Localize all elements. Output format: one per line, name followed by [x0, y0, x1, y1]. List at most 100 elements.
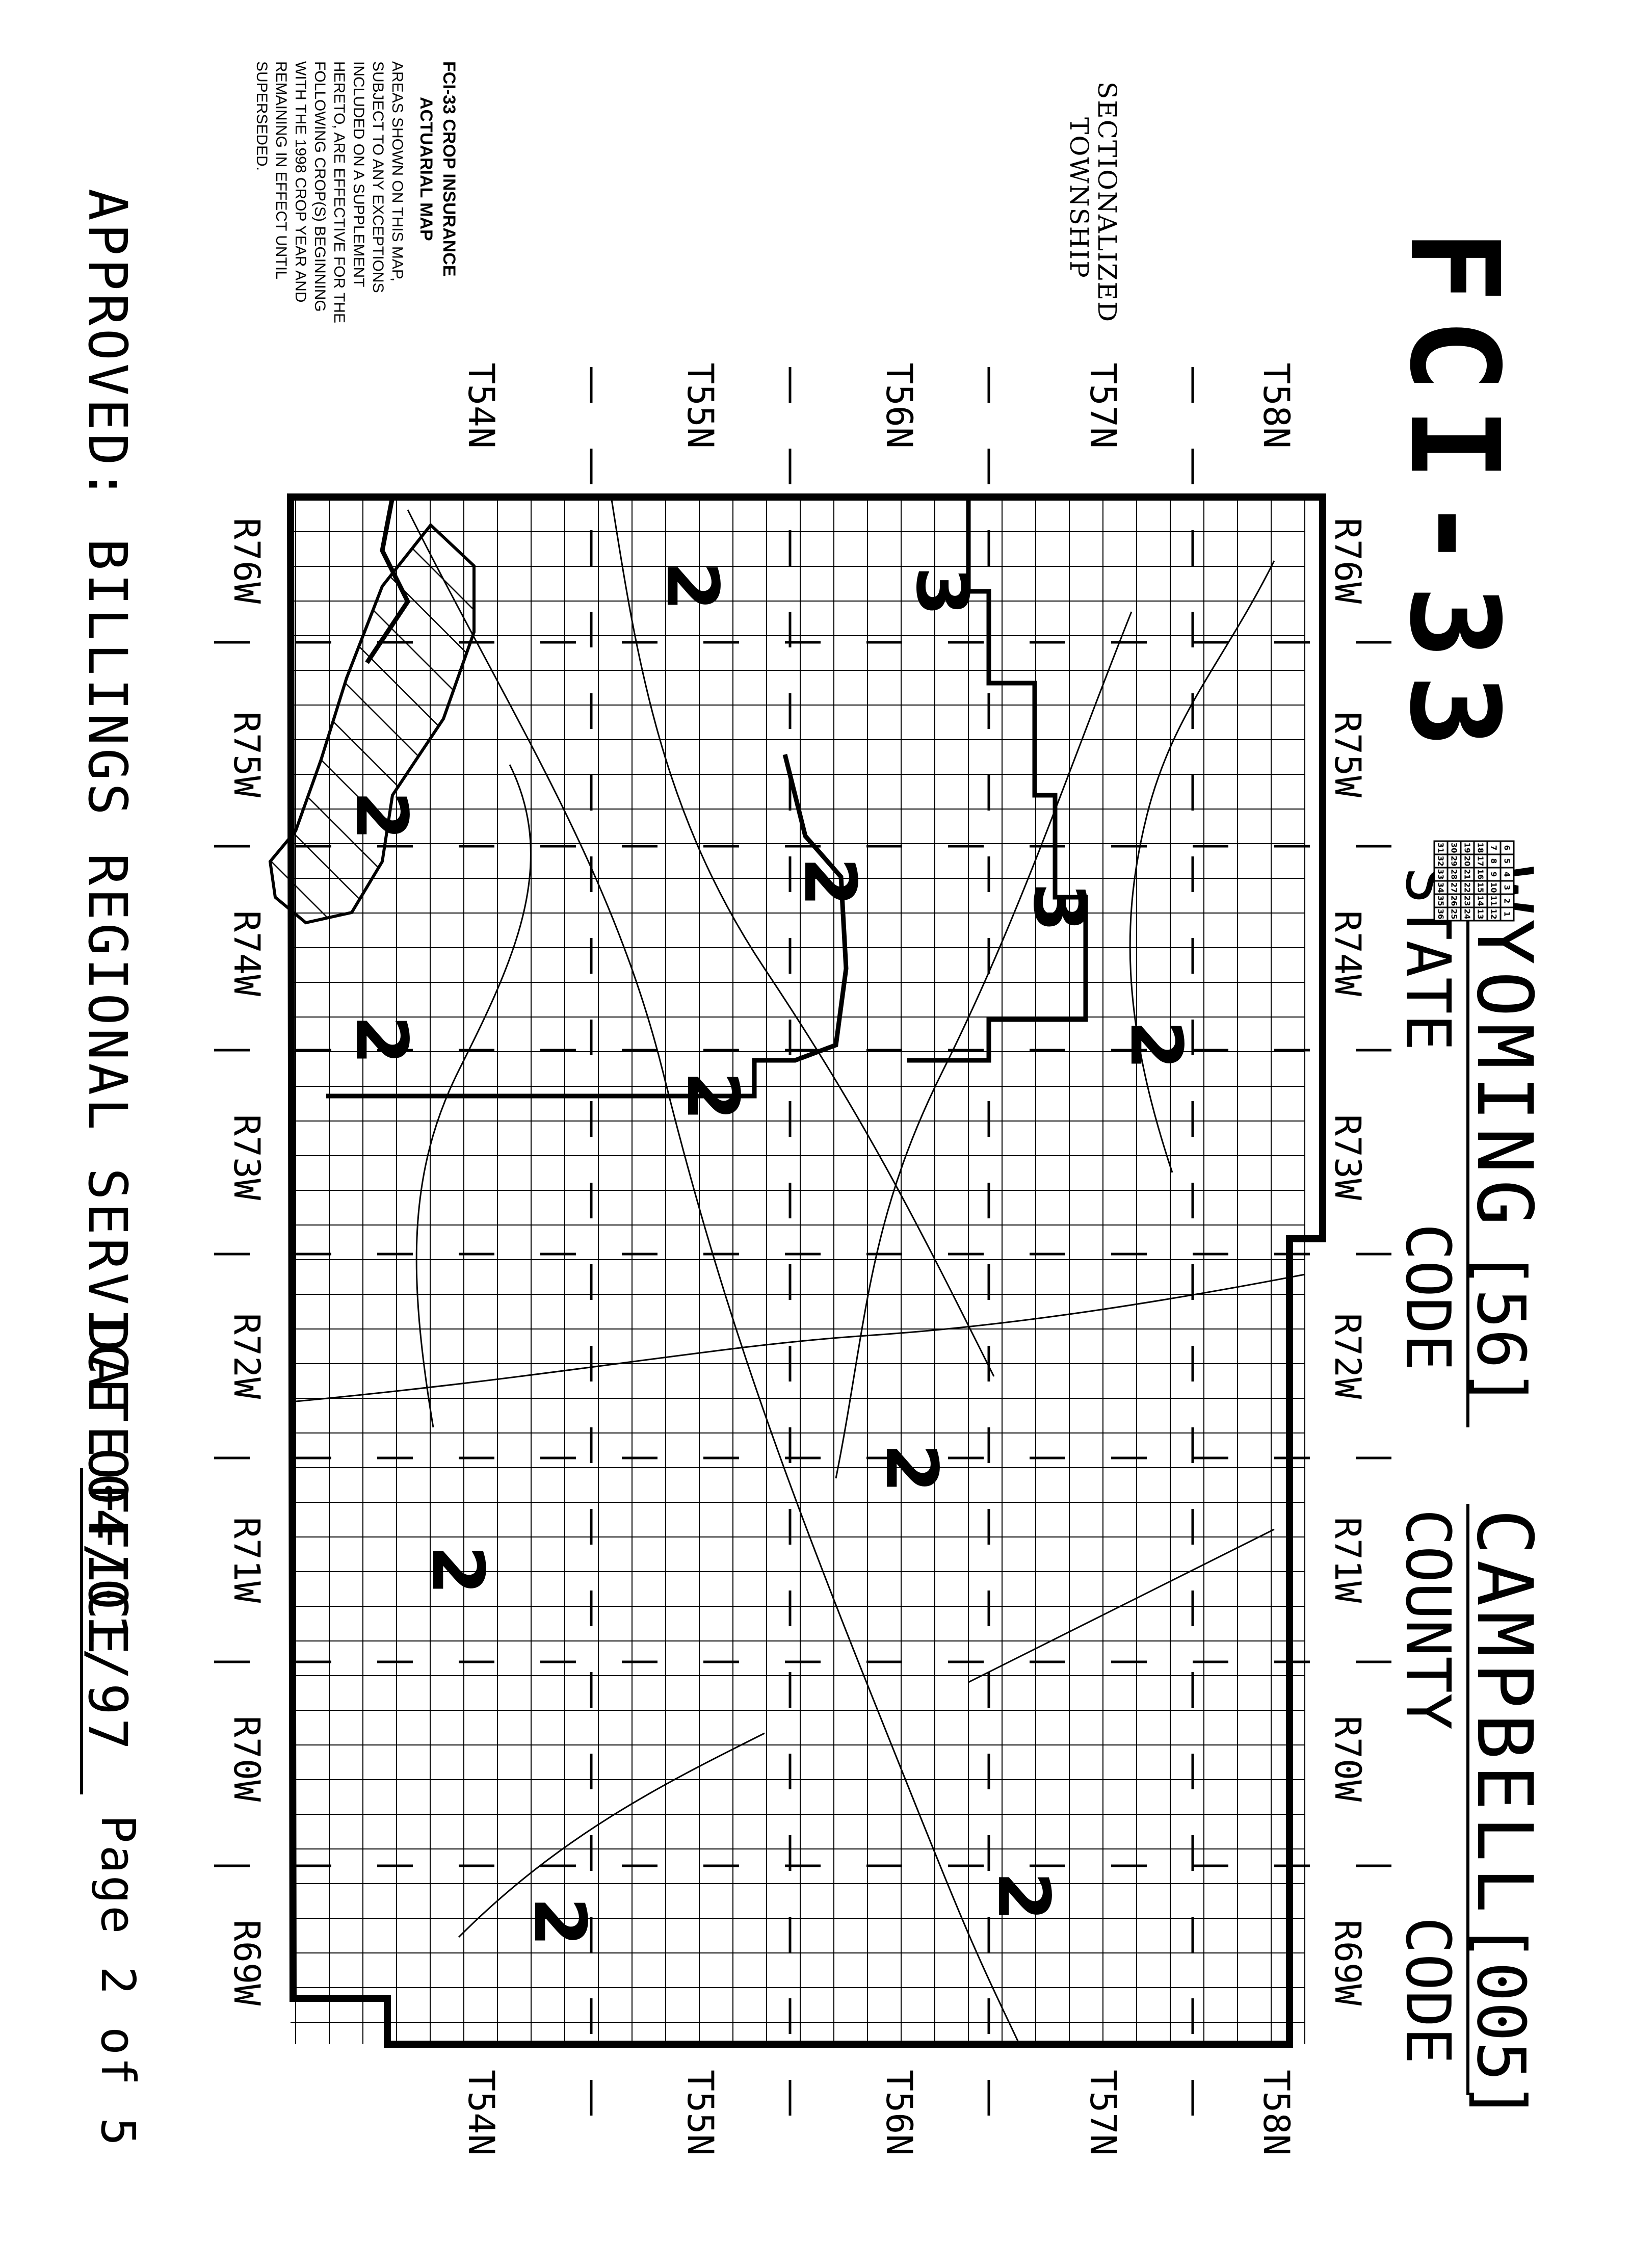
township-label-right: T58N	[1255, 2070, 1297, 2156]
county-code: [005]	[1462, 1922, 1540, 2121]
range-label-bottom: R70W	[226, 1716, 268, 1802]
legend-section-number: 21	[1462, 869, 1471, 880]
state-code: [56]	[1462, 1249, 1540, 1409]
legend-section-number: 6	[1502, 845, 1511, 850]
rating-zone-label: 2	[416, 1545, 499, 1595]
legend-section-number: 11	[1489, 896, 1498, 906]
notes-heading-1: FCI-33 CROP INSURANCE	[439, 61, 459, 277]
rating-zone-label: 2	[518, 1897, 601, 1946]
legend-section-number: 8	[1489, 858, 1498, 864]
rating-zone-label: 2	[671, 1071, 754, 1120]
legend-section-number: 36	[1436, 909, 1445, 920]
township-label-right: T56N	[878, 2070, 920, 2156]
notes-line: SUPERSEDED.	[253, 61, 270, 171]
road-line	[1129, 560, 1275, 1173]
notes-line: WITH THE 1998 CROP YEAR AND	[292, 61, 309, 302]
notes-block: FCI-33 CROP INSURANCE ACTUARIAL MAP AREA…	[253, 61, 459, 323]
range-label-bottom: R74W	[226, 910, 268, 997]
legend-section-number: 5	[1502, 858, 1511, 864]
legend-section-number: 33	[1436, 869, 1445, 880]
legend-section-number: 4	[1502, 872, 1511, 877]
legend-section-number: 12	[1489, 909, 1498, 920]
notes-line: INCLUDED ON A SUPPLEMENT	[350, 61, 367, 287]
legend-section-number: 19	[1462, 843, 1471, 853]
rating-zone-label: 3	[1017, 882, 1100, 932]
hatched-unrated-area	[268, 523, 476, 925]
legend-section-number: 24	[1462, 909, 1471, 920]
state-name: WYOMING	[1460, 867, 1548, 1232]
legend-section-number: 9	[1489, 872, 1498, 877]
range-label-bottom: R69W	[226, 1920, 268, 2006]
legend-section-number: 10	[1489, 882, 1498, 893]
approved-line: APPROVED: BILLINGS REGIONAL SERVICE OFFI…	[76, 189, 139, 1658]
road-line	[458, 1732, 765, 1938]
legend-section-number: 15	[1476, 882, 1485, 893]
road-line	[968, 1528, 1275, 1683]
zone-boundary-2	[326, 753, 849, 1099]
legend-section-number: 13	[1476, 909, 1485, 920]
date-value: 04/01/97	[76, 1473, 139, 1753]
range-label-bottom: R72W	[226, 1313, 268, 1399]
township-label-right: T57N	[1082, 2070, 1124, 2156]
township-label-left: T56N	[878, 362, 920, 449]
range-label-bottom: R76W	[226, 518, 268, 604]
township-label-right: T55N	[679, 2070, 721, 2156]
township-label-left: T57N	[1082, 362, 1124, 449]
notes-line: SUBJECT TO ANY EXCEPTIONS	[370, 61, 386, 293]
rating-zone-label: 2	[339, 1015, 423, 1064]
rating-zone-label: 2	[870, 1443, 953, 1493]
legend-section-number: 17	[1476, 856, 1485, 867]
rating-zone-label: 2	[339, 791, 423, 840]
county-boundary	[286, 493, 1326, 2048]
zone-boundary-1	[907, 497, 1088, 1063]
legend-title-2: TOWNSHIP	[1064, 117, 1094, 279]
township-label-left: T54N	[460, 362, 502, 449]
sectionalized-township-legend: 6543217891011121817161514131920212223243…	[1433, 840, 1515, 922]
rating-zone-label: 3	[900, 566, 983, 616]
rating-zone-label: 2	[1114, 1020, 1197, 1070]
rating-zone-label: 2	[982, 1871, 1065, 1921]
rating-zone-label: 2	[650, 561, 733, 611]
legend-section-number: 25	[1449, 909, 1458, 920]
township-label-left: T55N	[679, 362, 721, 449]
state-code-label: CODE	[1392, 1223, 1463, 1371]
legend-section-number: 32	[1436, 856, 1445, 867]
map-title: FCI-33	[1383, 229, 1525, 763]
legend-section-number: 20	[1462, 856, 1471, 867]
legend-section-number: 18	[1476, 843, 1485, 853]
county-label: COUNTY	[1392, 1509, 1463, 1730]
range-label-top: R73W	[1327, 1114, 1369, 1201]
legend-section-number: 2	[1502, 898, 1511, 903]
road-line	[415, 764, 532, 1428]
range-label-top: R75W	[1327, 712, 1369, 798]
legend-section-number: 23	[1462, 896, 1471, 906]
legend-section-number: 34	[1436, 882, 1445, 893]
legend-section-number: 7	[1489, 845, 1498, 850]
county-code-label: CODE	[1392, 1917, 1463, 2064]
notes-line: AREAS SHOWN ON THIS MAP,	[389, 61, 406, 281]
legend-section-number: 22	[1462, 882, 1471, 893]
zone-boundary-3	[365, 497, 411, 664]
road-line	[290, 1273, 1305, 1403]
road-line	[835, 611, 1133, 1479]
legend-section-number: 30	[1449, 843, 1458, 853]
legend-section-number: 35	[1436, 896, 1445, 906]
township-label-right: T54N	[460, 2070, 502, 2156]
range-label-top: R72W	[1327, 1313, 1369, 1399]
legend-section-number: 31	[1436, 843, 1445, 853]
legend-section-number: 27	[1449, 882, 1458, 893]
notes-heading-2: ACTUARIAL MAP	[416, 97, 436, 241]
range-label-top: R76W	[1327, 518, 1369, 604]
road-line	[611, 499, 995, 1377]
notes-line: FOLLOWING CROP(S) BEGINNING	[311, 61, 328, 312]
range-label-top: R71W	[1327, 1517, 1369, 1603]
county-name: CAMPBELL	[1460, 1509, 1548, 1918]
road-line	[407, 509, 1020, 2045]
legend-section-number: 28	[1449, 869, 1458, 880]
rating-zone-label: 2	[788, 857, 871, 906]
range-label-top: R74W	[1327, 910, 1369, 997]
legend-section-number: 1	[1502, 911, 1511, 917]
